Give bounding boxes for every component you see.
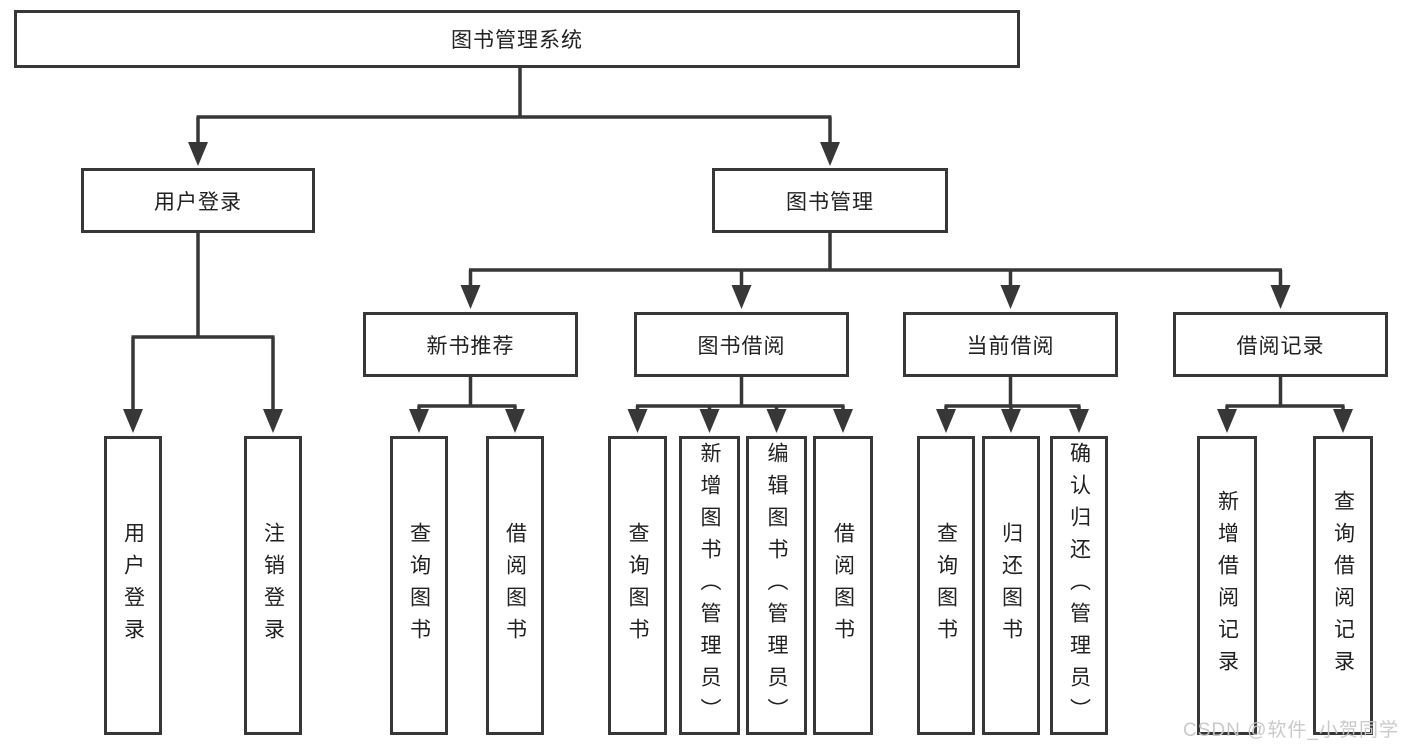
arrowhead [505, 409, 525, 433]
leaf-confirm-return-admin-label: 确认归还（管理员） [1067, 441, 1091, 730]
leaf-logout: 注销登录 [244, 436, 302, 735]
leaf-query-book-2-label: 查询图书 [626, 521, 649, 650]
arrowhead [188, 142, 208, 166]
leaf-borrow-book-2: 借阅图书 [813, 436, 873, 735]
arrowhead [699, 409, 720, 433]
leaf-borrow-book-1-label: 借阅图书 [503, 521, 527, 650]
leaf-query-book-2: 查询图书 [608, 436, 667, 735]
arrowhead [627, 409, 648, 433]
node-book-management-label: 图书管理 [786, 190, 874, 214]
leaf-borrow-book-1: 借阅图书 [486, 436, 544, 735]
node-book-management: 图书管理 [712, 168, 948, 233]
node-root-label: 图书管理系统 [451, 29, 583, 52]
node-borrow-records: 借阅记录 [1173, 312, 1388, 377]
arrowhead [409, 409, 429, 433]
leaf-edit-book-admin: 编辑图书（管理员） [746, 436, 807, 735]
leaf-edit-book-admin-label: 编辑图书（管理员） [765, 441, 788, 730]
node-book-borrow-label: 图书借阅 [697, 334, 786, 358]
arrowhead [263, 409, 283, 433]
leaf-confirm-return-admin: 确认归还（管理员） [1050, 436, 1108, 735]
arrowhead [766, 409, 787, 433]
node-user-login-label: 用户登录 [154, 190, 242, 214]
arrowhead [820, 142, 840, 166]
leaf-add-book-admin: 新增图书（管理员） [679, 436, 740, 735]
leaf-query-book-1-label: 查询图书 [407, 521, 431, 650]
arrowhead [1001, 409, 1021, 433]
leaf-add-borrow-record: 新增借阅记录 [1197, 436, 1257, 735]
node-new-book-recommend: 新书推荐 [363, 312, 578, 377]
node-new-book-recommend-label: 新书推荐 [426, 334, 515, 358]
arrowhead [1000, 285, 1021, 309]
arrowhead [833, 409, 853, 433]
csdn-watermark: CSDN @软件_小贺同学 [1183, 720, 1399, 741]
leaf-query-borrow-record: 查询借阅记录 [1313, 436, 1373, 735]
leaf-add-book-admin-label: 新增图书（管理员） [698, 441, 721, 730]
arrowhead [731, 285, 752, 309]
leaf-query-borrow-record-label: 查询借阅记录 [1331, 489, 1355, 682]
arrowhead [1333, 409, 1353, 433]
leaf-borrow-book-2-label: 借阅图书 [831, 521, 855, 650]
leaf-return-book-label: 归还图书 [999, 521, 1023, 650]
arrowhead [936, 409, 956, 433]
node-current-borrow-label: 当前借阅 [966, 334, 1055, 358]
node-user-login: 用户登录 [81, 168, 315, 233]
arrowhead [460, 285, 481, 309]
leaf-logout-label: 注销登录 [261, 521, 285, 650]
node-book-borrow: 图书借阅 [634, 312, 849, 377]
leaf-user-login-label: 用户登录 [121, 521, 145, 650]
arrowhead [1217, 409, 1237, 433]
leaf-query-book-1: 查询图书 [390, 436, 448, 735]
leaf-query-book-3-label: 查询图书 [934, 521, 958, 650]
leaf-add-borrow-record-label: 新增借阅记录 [1215, 489, 1239, 682]
node-root: 图书管理系统 [14, 10, 1020, 68]
leaf-user-login: 用户登录 [104, 436, 162, 735]
node-borrow-records-label: 借阅记录 [1236, 334, 1325, 358]
leaf-query-book-3: 查询图书 [917, 436, 975, 735]
leaf-return-book: 归还图书 [982, 436, 1040, 735]
node-current-borrow: 当前借阅 [903, 312, 1118, 377]
arrowhead [1270, 285, 1291, 309]
arrowhead [123, 409, 143, 433]
arrowhead [1069, 409, 1089, 433]
